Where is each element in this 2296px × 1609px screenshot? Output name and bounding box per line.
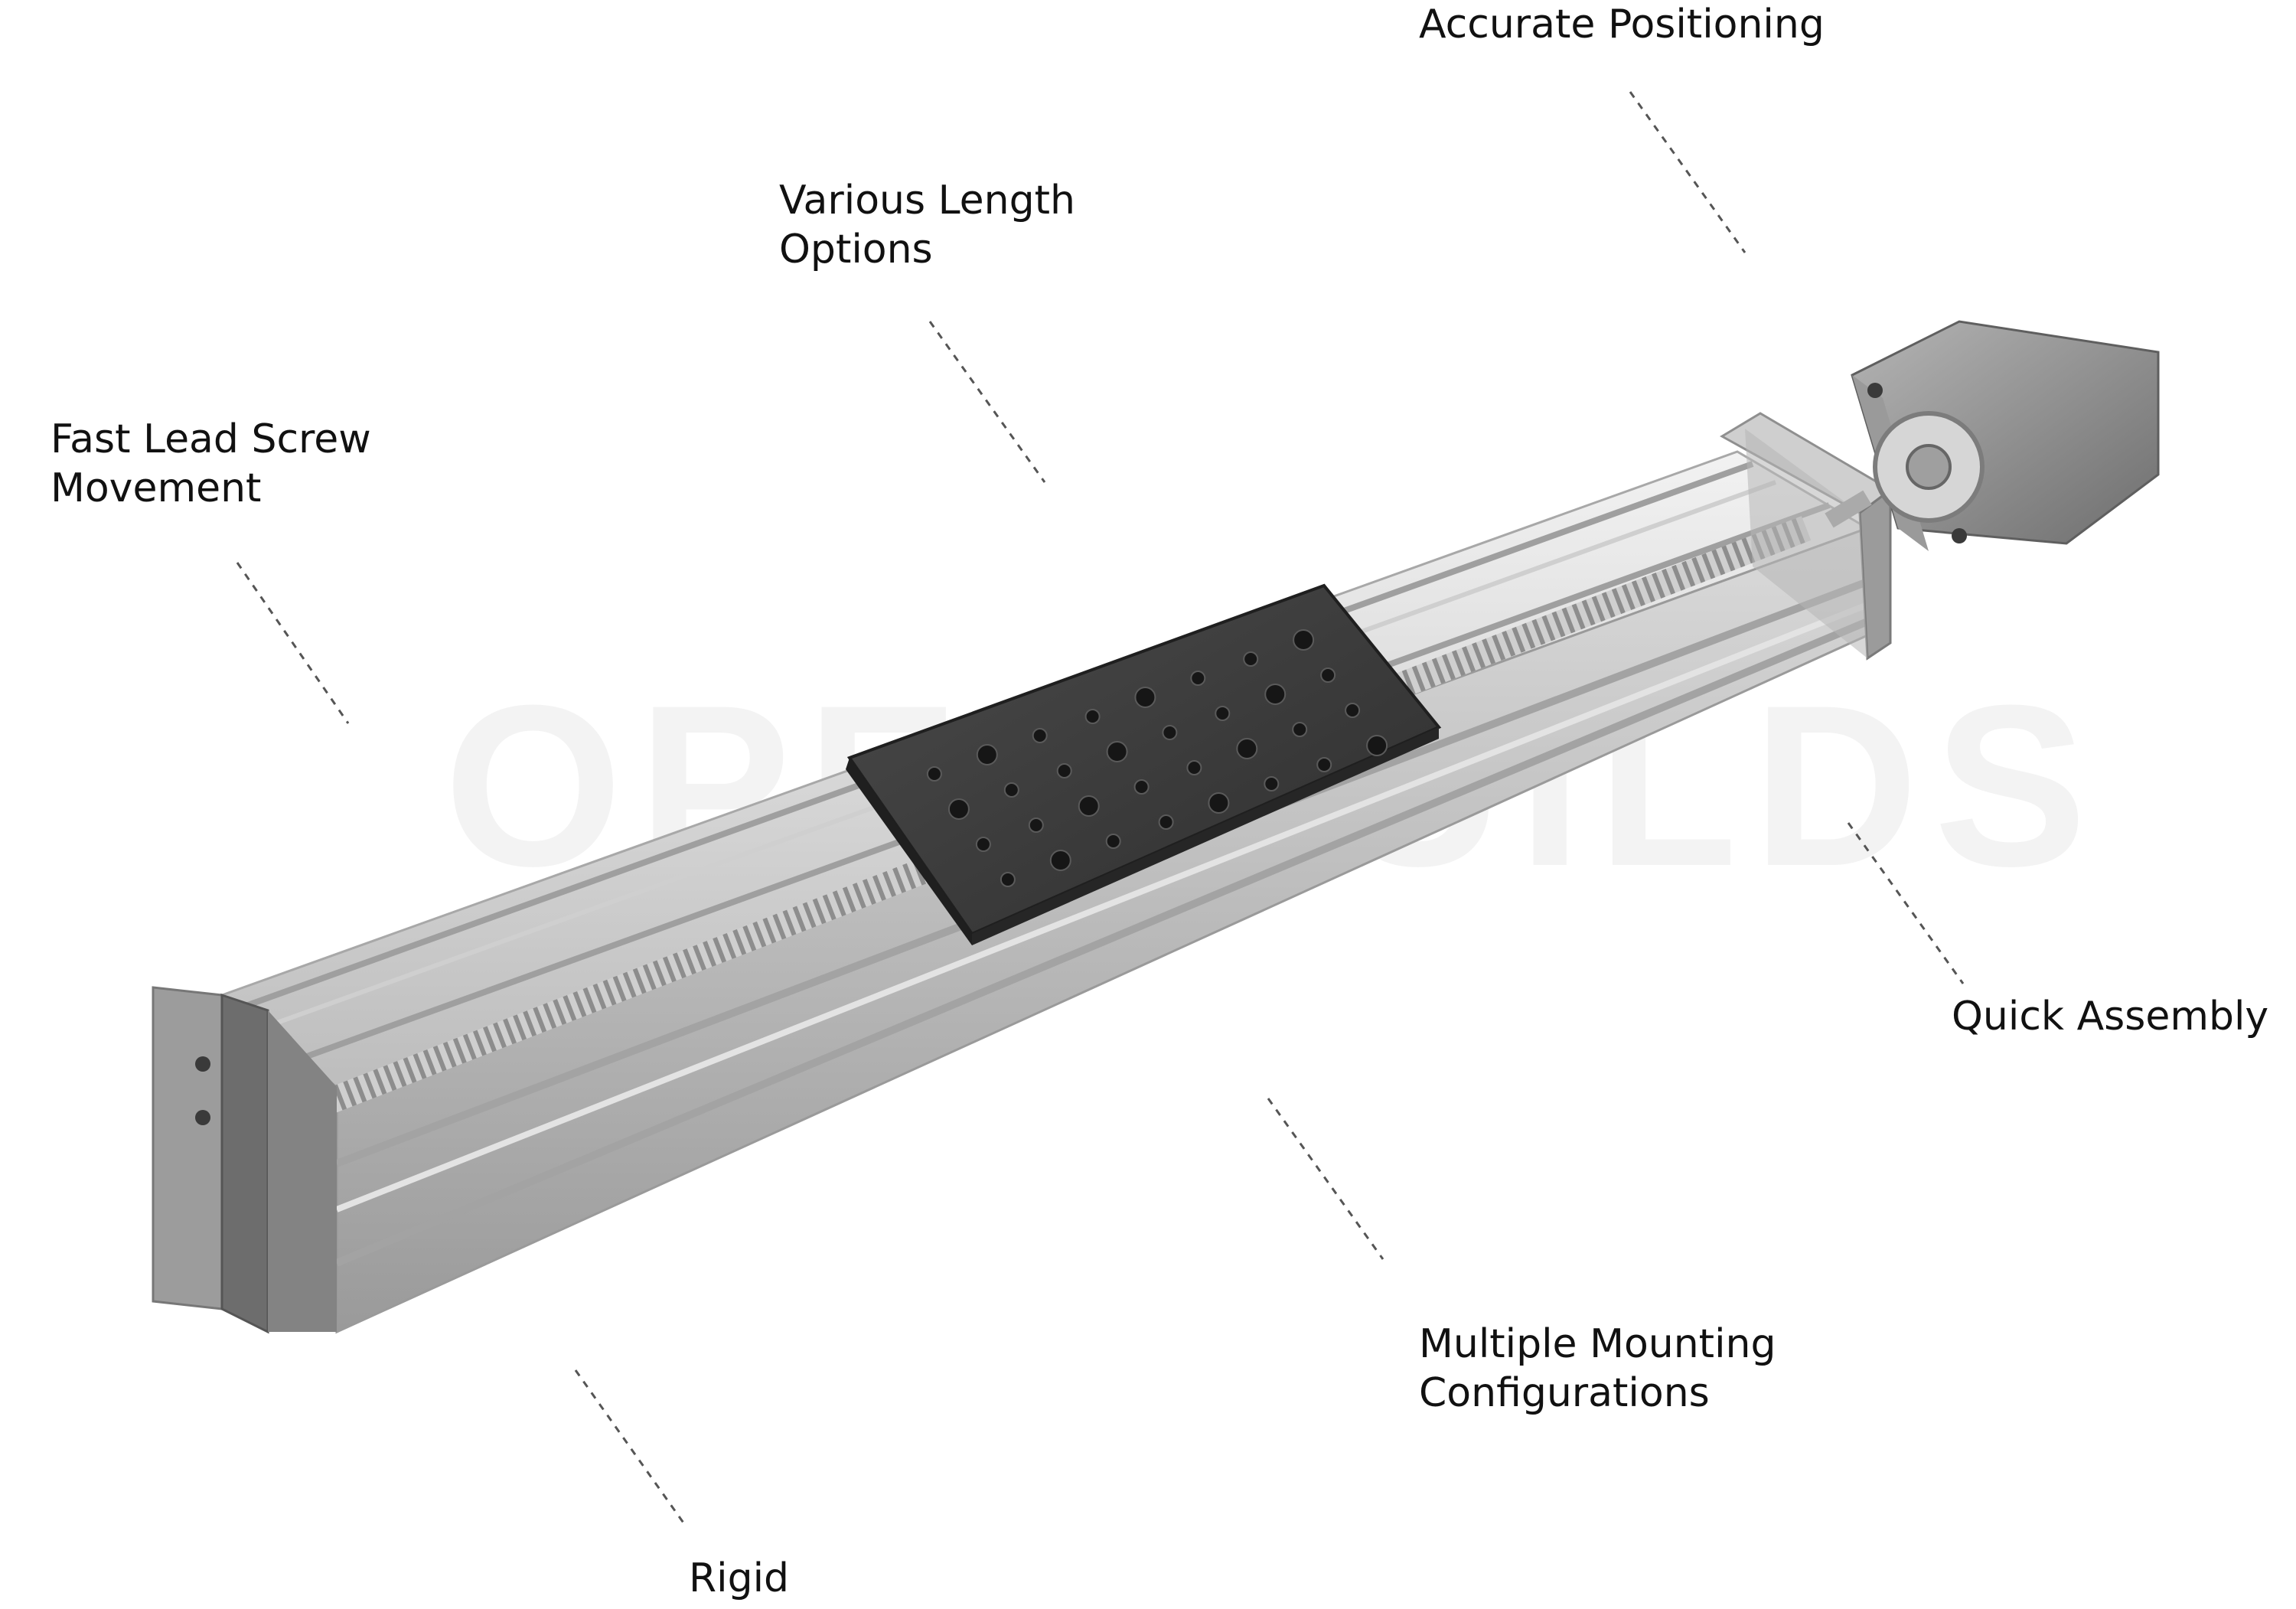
plate-hole: [926, 766, 942, 782]
plate-hole: [1056, 763, 1072, 778]
plate-hole: [1078, 795, 1100, 817]
callout-multiple-mounting-configurations: Multiple Mounting Configurations: [1419, 1321, 1776, 1416]
plate-hole: [975, 837, 991, 852]
leader-accurate-positioning: [1629, 91, 1746, 253]
plate-hole: [1345, 703, 1361, 718]
callout-quick-assembly: Quick Assembly: [1952, 994, 2269, 1039]
plate-hole: [1105, 834, 1121, 849]
plate-mounting-holes: [926, 629, 1388, 887]
leader-fast-lead-screw: [236, 562, 350, 724]
plate-hole: [1084, 709, 1101, 724]
left-end-plate: [152, 986, 337, 1334]
callout-various-length-options: Various Length Options: [779, 178, 1075, 273]
plate-hole: [1292, 722, 1308, 737]
plate-hole: [1134, 687, 1156, 708]
plate-hole: [1320, 667, 1336, 683]
callout-fast-lead-screw-movement: Fast Lead Screw Movement: [51, 416, 371, 511]
stepper-motor: [1825, 320, 2160, 551]
callout-leader-lines: [236, 91, 1965, 1528]
leader-various-length: [928, 321, 1046, 483]
plate-hole: [1133, 779, 1150, 795]
plate-hole: [1032, 728, 1048, 743]
plate-hole: [1243, 651, 1259, 667]
plate-hole: [1236, 738, 1258, 759]
gantry-carriage-plate: [846, 583, 1442, 945]
leader-quick-assembly: [1847, 822, 1965, 984]
plate-hole: [1003, 782, 1019, 798]
plate-hole: [1366, 735, 1388, 756]
plate-hole: [1106, 741, 1128, 762]
leader-multiple-mounting: [1267, 1098, 1384, 1260]
callout-rigid: Rigid: [689, 1555, 790, 1601]
plate-hole: [1293, 629, 1315, 651]
callout-accurate-positioning: Accurate Positioning: [1419, 2, 1825, 47]
plate-hole: [1049, 850, 1071, 871]
plate-hole: [947, 798, 970, 820]
plate-hole: [1264, 776, 1280, 791]
plate-hole: [1000, 872, 1016, 887]
plate-hole: [1316, 757, 1332, 772]
plate-hole: [1158, 814, 1174, 830]
plate-hole: [1162, 725, 1178, 740]
plate-hole: [1208, 792, 1230, 814]
plate-hole: [976, 744, 998, 765]
right-end-plate: [1720, 412, 1893, 661]
plate-hole: [1186, 760, 1202, 775]
plate-hole: [1028, 818, 1044, 833]
leader-rigid: [574, 1369, 688, 1528]
plate-hole: [1264, 684, 1287, 705]
plate-hole: [1190, 671, 1206, 686]
plate-hole: [1215, 706, 1231, 721]
